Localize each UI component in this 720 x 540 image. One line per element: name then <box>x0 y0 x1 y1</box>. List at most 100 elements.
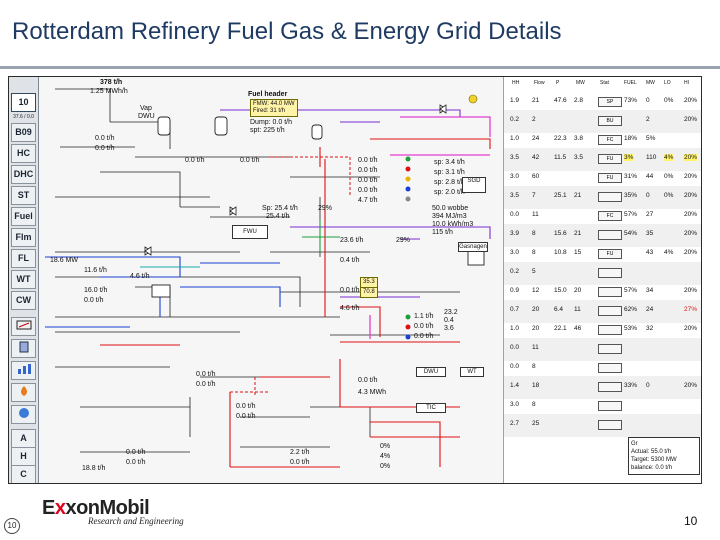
panel-header-mw: MW <box>576 80 585 86</box>
toolbar-chart-icon[interactable] <box>11 361 36 380</box>
sgd-box[interactable]: SGD <box>462 177 486 193</box>
panel-cell: 27% <box>684 306 698 313</box>
mw-val-1: 11.6 t/h <box>84 267 107 274</box>
panel-cell: 35% <box>624 192 638 199</box>
panel-cell: 42 <box>532 154 540 161</box>
toolbar-button-b09[interactable]: B09 <box>11 123 36 142</box>
panel-cell: 20% <box>684 325 698 332</box>
sp-item-3: sp: 2.0 t/h <box>434 189 465 196</box>
toolbar-button-fuel[interactable]: Fuel <box>11 207 36 226</box>
panel-cell: 22.1 <box>554 325 567 332</box>
slide-title: Rotterdam Refinery Fuel Gas & Energy Gri… <box>12 18 562 45</box>
dwu-box[interactable]: DWU <box>416 367 446 377</box>
toolbar-button-hc[interactable]: HC <box>11 144 36 163</box>
panel-cell: 3.0 <box>510 249 520 256</box>
balance-line-1: Actual: 55.0 t/h <box>631 449 672 455</box>
panel-cell: 15.0 <box>554 287 567 294</box>
panel-cell <box>598 401 622 411</box>
toolbar-button-a[interactable]: A <box>11 429 36 448</box>
panel-cell: 57% <box>624 211 638 218</box>
toolbar-button-cw[interactable]: CW <box>11 291 36 310</box>
panel-cell: 20 <box>532 306 540 313</box>
lower-val-1: 0.0 t/h <box>196 381 216 388</box>
bottom-pct-2: 0% <box>380 463 391 470</box>
toolbar-button-st[interactable]: ST <box>11 186 36 205</box>
lower-val-5: 4.3 MWh <box>358 389 387 396</box>
panel-cell: 34 <box>646 287 654 294</box>
toolbar-flame-icon[interactable] <box>11 383 36 402</box>
toolbar-pump-icon[interactable] <box>11 405 36 424</box>
furnace-a-label: Sp: 25.4 t/h <box>262 205 298 212</box>
fwu-box[interactable]: FWU <box>232 225 268 239</box>
panel-cell: 46 <box>574 325 582 332</box>
panel-cell: 0% <box>664 97 674 104</box>
toolbar-button-dhc[interactable]: DHC <box>11 165 36 184</box>
panel-cell: 21 <box>574 192 582 199</box>
sp-item-2: sp: 2.8 t/h <box>434 179 465 186</box>
panel-cell: 110 <box>646 154 657 161</box>
panel-cell: 20% <box>684 382 698 389</box>
panel-cell: 11.5 <box>554 154 567 161</box>
panel-cell <box>598 230 622 240</box>
page-badge: 10 <box>4 518 20 534</box>
pct-29-label: 29% <box>318 205 333 212</box>
panel-header-stat: Stat <box>600 80 609 86</box>
gasnagen-box[interactable]: Gasnagen <box>458 242 488 252</box>
toolbar-button-10[interactable]: 10 <box>11 93 36 112</box>
toolbar-button-wt[interactable]: WT <box>11 270 36 289</box>
panel-cell: 22.3 <box>554 135 567 142</box>
panel-cell: 8 <box>532 363 536 370</box>
panel-cell: 33% <box>624 382 638 389</box>
panel-cell: 0 <box>646 382 650 389</box>
toolbar-button-flm[interactable]: Flm <box>11 228 36 247</box>
cell-yellow-1[interactable]: 70.8 <box>360 287 378 298</box>
panel-header-fuel: FUEL <box>624 80 637 86</box>
sp-item-1: sp: 3.1 t/h <box>434 169 465 176</box>
panel-cell: 5 <box>532 268 536 275</box>
flow-left-2: 0.0 t/h <box>185 157 205 164</box>
panel-cell: 10.8 <box>554 249 567 256</box>
wt-box[interactable]: WT <box>460 367 484 377</box>
panel-cell: 60 <box>532 173 540 180</box>
fuel-summary-box[interactable]: FMW: 44.0 MW Fired: 31 t/h <box>250 99 298 117</box>
toolbar-button-h[interactable]: H <box>11 447 36 466</box>
panel-cell: FU <box>598 249 622 259</box>
mw-val-3: 16.0 t/h <box>84 287 108 294</box>
toolbar-button-fl[interactable]: FL <box>11 249 36 268</box>
toolbar-tank-icon[interactable] <box>11 339 36 358</box>
sp-item-0: sp: 3.4 t/h <box>434 159 465 166</box>
panel-cell: 43 <box>646 249 654 256</box>
wobbe-line-0: 50.0 wobbe <box>432 205 469 212</box>
tic-box[interactable]: TIC <box>416 403 446 413</box>
toolbar-subvalue: 37.6 / 0.0 <box>13 114 34 120</box>
footer-tagline: Research and Engineering <box>88 516 184 526</box>
panel-cell: 21 <box>574 230 582 237</box>
panel-cell: 1.0 <box>510 135 520 142</box>
panel-cell: 6.4 <box>554 306 564 313</box>
dwu-label: DWU <box>423 369 439 375</box>
toolbar-button-c[interactable]: C <box>11 465 36 483</box>
flow-left-0: 0.0 t/h <box>95 135 115 142</box>
panel-cell: 20% <box>684 154 698 161</box>
toolbar-graph-icon[interactable] <box>11 317 36 336</box>
wobbe-line-2: 10.0 kWh/m3 <box>432 221 474 228</box>
